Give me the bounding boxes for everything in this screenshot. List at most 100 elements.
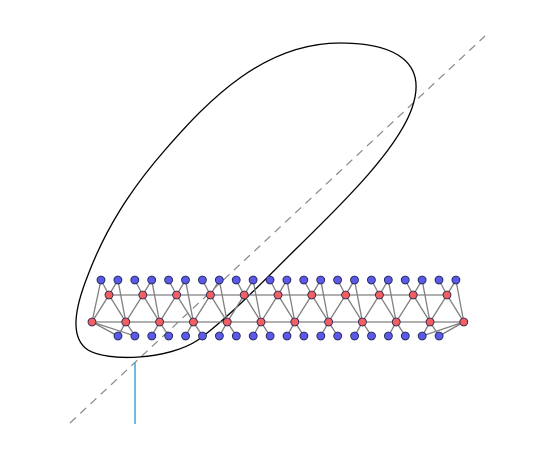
blue-atom xyxy=(417,275,427,285)
bond-zigzag xyxy=(395,294,414,323)
blue-atom xyxy=(299,331,309,341)
bond-zigzag xyxy=(159,294,178,323)
blue-atom xyxy=(434,275,444,285)
bond-zigzag xyxy=(311,294,330,323)
blue-atom xyxy=(366,275,376,285)
blue-atom xyxy=(451,275,461,285)
blue-atom xyxy=(350,331,360,341)
bond-cross xyxy=(353,279,364,323)
bond-zigzag xyxy=(260,294,279,323)
blue-atom xyxy=(181,331,191,341)
red-atom xyxy=(155,317,165,327)
red-atom xyxy=(341,290,351,300)
bond-cross xyxy=(91,279,102,323)
blue-atom xyxy=(248,331,258,341)
red-atom xyxy=(172,290,182,300)
red-atom xyxy=(239,290,249,300)
bond-lower xyxy=(421,321,465,337)
red-atom xyxy=(273,290,283,300)
red-atom xyxy=(256,317,266,327)
blue-atom xyxy=(417,331,427,341)
bond-zigzag xyxy=(412,294,431,323)
bond-cross xyxy=(252,279,262,323)
bond-cross xyxy=(117,279,127,323)
blue-atom xyxy=(383,331,393,341)
blue-atom xyxy=(400,275,410,285)
blue-atom xyxy=(147,331,157,341)
blue-atom xyxy=(316,331,326,341)
blue-atom xyxy=(214,275,224,285)
blue-atom xyxy=(299,275,309,285)
red-atom xyxy=(408,290,418,300)
bond-cross xyxy=(320,279,330,323)
bond-zigzag xyxy=(378,294,397,323)
red-atom xyxy=(104,290,114,300)
blue-atom xyxy=(197,275,207,285)
blue-atom xyxy=(181,275,190,285)
bond-zigzag xyxy=(108,294,127,323)
bond-cross xyxy=(286,279,296,323)
red-atom xyxy=(324,317,334,327)
blue-atom xyxy=(164,275,174,285)
bond-zigzag xyxy=(125,294,144,323)
blue-atom xyxy=(265,275,275,285)
bond-lower xyxy=(91,321,119,337)
red-atom xyxy=(357,317,367,327)
blue-atom xyxy=(383,275,393,285)
closed-loop-outline xyxy=(75,42,417,358)
bond-zigzag xyxy=(328,294,347,323)
blue-atom xyxy=(265,331,275,341)
bond-zigzag xyxy=(176,294,194,323)
bond-cross xyxy=(218,279,228,323)
bond-zigzag xyxy=(91,294,110,323)
red-atom xyxy=(459,317,469,327)
bond-lower xyxy=(438,321,465,337)
blue-atom xyxy=(282,331,292,341)
red-atom xyxy=(391,317,401,327)
blue-atom xyxy=(333,331,343,341)
red-atom xyxy=(138,290,148,300)
blue-atom xyxy=(164,331,174,341)
bond-zigzag xyxy=(277,294,296,323)
bond-cross xyxy=(421,279,431,323)
blue-atom xyxy=(96,275,106,285)
blue-atom xyxy=(333,275,343,285)
bond-zigzag xyxy=(226,294,245,323)
blue-atom xyxy=(113,275,123,285)
red-atom xyxy=(205,290,215,300)
red-atom xyxy=(121,317,131,327)
red-atom xyxy=(188,317,198,327)
blue-atom xyxy=(316,275,326,285)
blue-atom xyxy=(231,331,241,341)
bond-cross xyxy=(184,279,195,323)
blue-atom xyxy=(147,275,157,285)
blue-atom xyxy=(231,275,241,285)
blue-atom xyxy=(350,275,359,285)
red-atom xyxy=(442,290,452,300)
diagonal-dashed-line xyxy=(69,35,486,424)
blue-atom xyxy=(130,331,140,341)
bond-zigzag xyxy=(345,294,363,323)
blue-atom xyxy=(248,275,258,285)
bond-cross xyxy=(151,279,161,323)
red-atom xyxy=(290,317,300,327)
atom-chain xyxy=(87,275,469,341)
blue-atom xyxy=(130,275,140,285)
bond-cross xyxy=(455,279,465,323)
red-atom xyxy=(87,317,97,327)
bond-network xyxy=(91,279,465,337)
blue-atom xyxy=(113,331,123,341)
blue-atom xyxy=(367,331,376,341)
red-atom xyxy=(222,317,232,327)
red-atom xyxy=(307,290,317,300)
blue-atom xyxy=(214,331,224,341)
bond-cross xyxy=(387,279,397,323)
bond-zigzag xyxy=(192,294,211,323)
blue-atom xyxy=(198,331,207,341)
bond-zigzag xyxy=(429,294,448,323)
blue-atom xyxy=(434,331,444,341)
blue-atom xyxy=(282,275,292,285)
bond-lower xyxy=(91,321,136,337)
bond-zigzag xyxy=(209,294,228,323)
